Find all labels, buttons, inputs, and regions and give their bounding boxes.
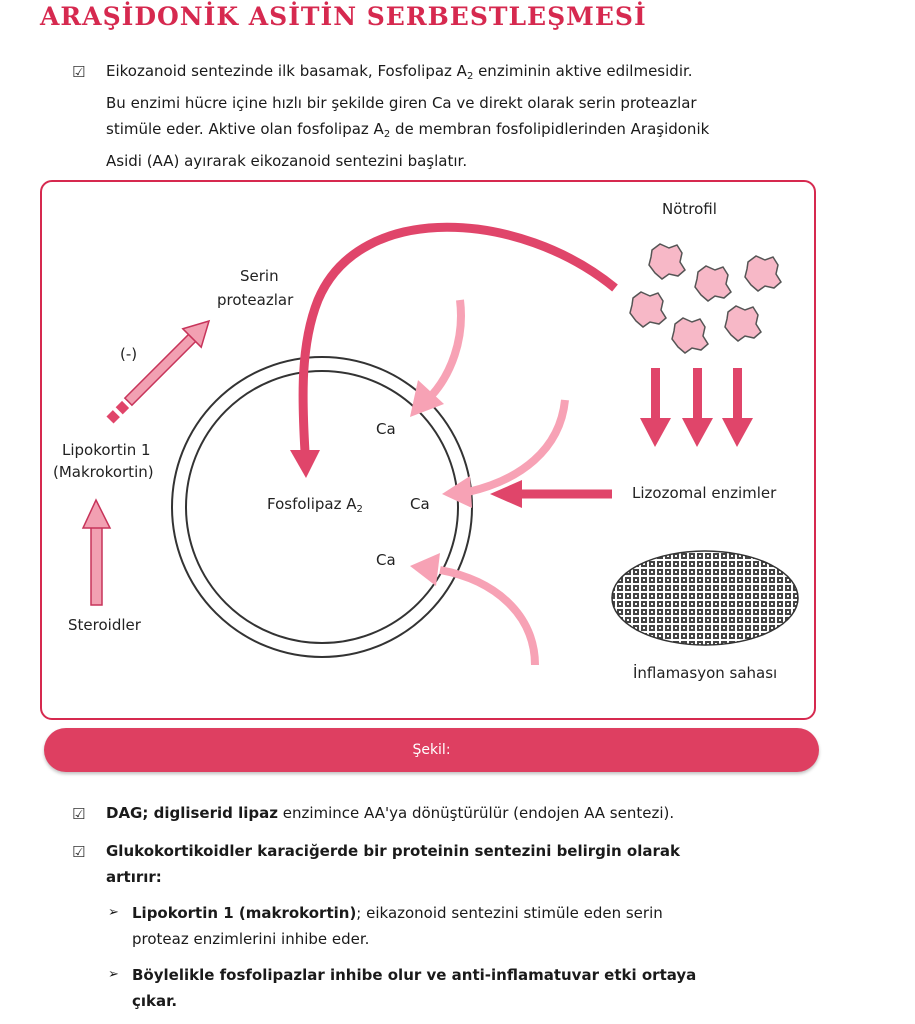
checkbox-icon: ☑ — [72, 805, 86, 823]
label-inflamasyon: İnflamasyon sahası — [633, 664, 778, 682]
diagram-frame — [40, 180, 816, 720]
label-makrokortin: (Makrokortin) — [53, 463, 154, 481]
steroid-arrow-head — [81, 498, 112, 529]
ca-mid-arrow — [467, 399, 569, 496]
label-notrofil: Nötrofil — [662, 200, 717, 218]
page-title: ARAŞİDONİK ASİTİN SERBESTLEŞMESİ — [40, 2, 647, 31]
steroid-arrow-shaft — [90, 524, 103, 606]
checkbox-icon: ☑ — [72, 63, 86, 81]
neutrophil-cells — [629, 243, 782, 354]
figure-caption-band: Şekil: — [44, 728, 819, 772]
ca-top-arrow-head — [410, 380, 444, 417]
label-ca-top: Ca — [376, 420, 396, 438]
bullet-glukokortikoid: ☑ Glukokortikoidler karaciğerde bir prot… — [72, 838, 832, 890]
inhibit-arrow — [106, 319, 211, 424]
ca-bottom-arrow — [439, 566, 539, 666]
figure-caption: Şekil: — [412, 742, 451, 758]
bullet-dag: ☑ DAG; digliserid lipaz enzimince AA'ya … — [72, 800, 832, 826]
label-serin: Serin — [240, 267, 279, 285]
label-ca-bottom: Ca — [376, 551, 396, 569]
arrow-bullet-icon: ➢ — [108, 905, 119, 920]
checkbox-icon: ☑ — [72, 843, 86, 861]
intro-paragraph: ☑ Eikozanoid sentezinde ilk basamak, Fos… — [72, 58, 832, 174]
label-lizozomal: Lizozomal enzimler — [632, 484, 777, 502]
cell-membrane-outer — [171, 356, 473, 658]
subbullet-fosfolipaz: ➢ Böylelikle fosfolipazlar inhibe olur v… — [72, 962, 832, 1014]
neutrophil-to-pla2-arrow — [298, 222, 618, 453]
lysosomal-arrow-head — [490, 480, 522, 508]
ca-mid-arrow-head — [442, 476, 472, 508]
ca-bottom-arrow-head — [410, 553, 440, 586]
arrow-bullet-icon: ➢ — [108, 967, 119, 982]
cell-membrane-inner — [185, 370, 459, 644]
ca-top-arrow — [428, 299, 465, 398]
label-lipokortin: Lipokortin 1 — [62, 441, 151, 459]
label-steroidler: Steroidler — [68, 616, 141, 634]
inflammation-site — [611, 550, 799, 646]
neutrophil-arrow-head — [290, 450, 320, 478]
down-arrows — [640, 368, 753, 447]
label-proteazlar: proteazlar — [217, 291, 294, 309]
label-inhibit: (-) — [120, 345, 138, 363]
label-ca-mid: Ca — [410, 495, 430, 513]
label-fosfolipaz: Fosfolipaz A2 — [267, 495, 363, 515]
subbullet-lipokortin: ➢ Lipokortin 1 (makrokortin); eikazonoid… — [72, 900, 832, 952]
